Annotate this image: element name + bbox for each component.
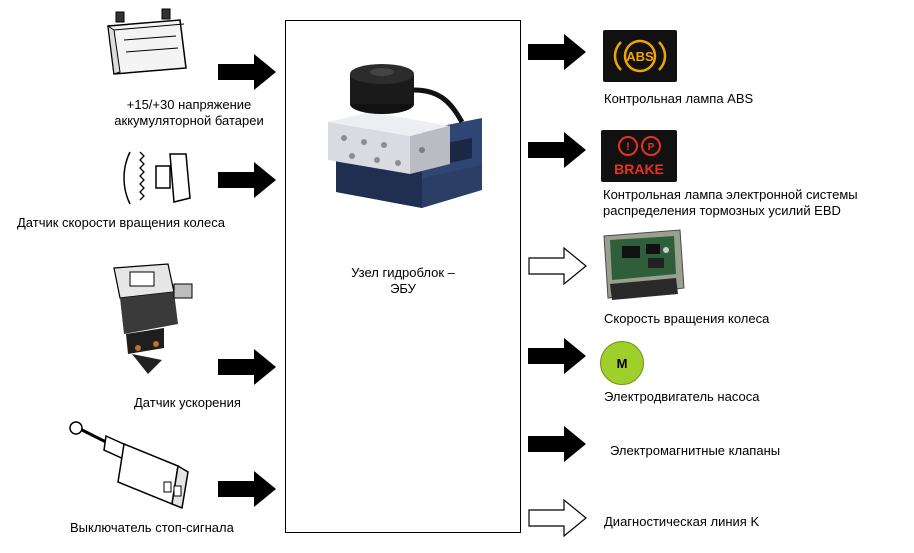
acceleration-sensor-label: Датчик ускорения (134, 395, 241, 410)
output-arrow-wheel-speed (528, 246, 587, 286)
input-arrow-acceleration (218, 349, 276, 385)
battery-label: +15/+30 напряжение аккумуляторной батаре… (114, 97, 264, 128)
hydraulic-unit-icon (328, 64, 482, 208)
motor-label: Электродвигатель насоса (604, 389, 760, 404)
wheel-speed-output-label: Скорость вращения колеса (604, 311, 770, 326)
abs-lamp-label: Контрольная лампа ABS (604, 91, 754, 106)
svg-text:!: ! (626, 141, 630, 153)
svg-text:P: P (648, 142, 655, 153)
valves-label: Электромагнитные клапаны (610, 443, 781, 458)
input-arrow-wheel-speed (218, 162, 276, 198)
battery-icon (107, 8, 187, 75)
motor-letter: M (616, 355, 628, 371)
brake-light-switch-icon (69, 421, 189, 510)
brake-light-switch-label: Выключатель стоп-сигнала (70, 520, 234, 535)
abs-lamp-text: ABS (626, 49, 654, 64)
brake-lamp-label: Контрольная лампа электронной системы ра… (603, 187, 858, 218)
wheel-speed-sensor-icon (123, 151, 191, 205)
output-arrow-diagnostic (528, 498, 587, 538)
motor-icon: M (600, 341, 644, 385)
ecu-label-line1: Узел гидроблок – (351, 265, 455, 280)
brake-lamp-icon: ! P BRAKE (601, 130, 677, 182)
ecu-label-line2: ЭБУ (390, 281, 416, 296)
input-arrow-battery (218, 54, 276, 90)
output-arrow-valves (528, 426, 586, 462)
output-arrow-abs-lamp (528, 34, 586, 70)
wheel-speed-sensor-label: Датчик скорости вращения колеса (17, 215, 225, 230)
output-arrow-motor (528, 338, 586, 374)
input-arrow-brake-switch (218, 471, 276, 507)
diagnostic-line-label: Диагностическая линия K (604, 514, 760, 529)
control-unit-board-icon (603, 229, 685, 300)
brake-lamp-text: BRAKE (614, 161, 664, 177)
ecu-label: Узел гидроблок – ЭБУ (285, 265, 521, 297)
abs-lamp-icon: ABS (603, 30, 677, 82)
output-arrow-brake-lamp (528, 132, 586, 168)
acceleration-sensor-icon (113, 263, 193, 374)
